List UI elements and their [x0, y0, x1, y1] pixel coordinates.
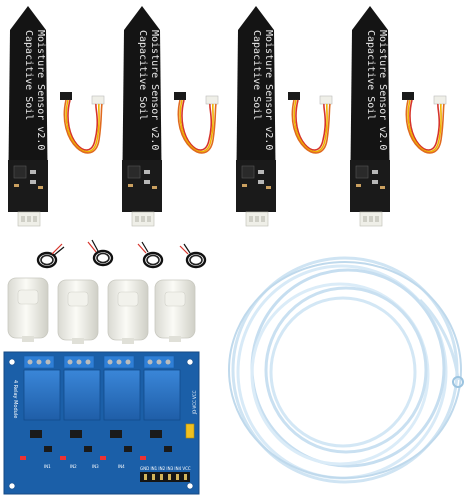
- svg-text:Capacitive Soil Moisture: Capacitive Soil Moisture Sensor v2.0: [251, 30, 274, 150]
- sensor-4-label-line1: Capacitive Soil: [365, 30, 376, 120]
- sensor-3-label-line2: Moisture Sensor v2.0: [263, 30, 274, 150]
- sensor-2-cable: [174, 92, 219, 154]
- terminal-blocks: [23, 355, 175, 369]
- relay-bottom-label-4: IN4: [118, 464, 125, 469]
- vinyl-tubing-coil: [228, 256, 464, 484]
- water-pump-2: [57, 279, 99, 344]
- sensor-3-cable: [288, 92, 333, 154]
- sensor-4-label-line2: Moisture Sensor v2.0: [377, 30, 388, 150]
- water-pump-3: [107, 279, 149, 344]
- water-pumps: [7, 277, 196, 344]
- pump-wire-coil-4: [179, 243, 207, 269]
- sensor-1-label-line2: Moisture Sensor v2.0: [35, 30, 46, 150]
- svg-text:Capacitive Soil Moisture: Capacitive Soil Moisture Sensor v2.0: [23, 30, 46, 150]
- jumper-cap: [185, 423, 195, 439]
- relay-bottom-label-2: IN2: [70, 464, 77, 469]
- pump-wire-coil-1: [36, 243, 65, 269]
- soil-sensor-3: Capacitive Soil Moisture Sensor v2.0: [236, 6, 333, 227]
- header-pins: [140, 472, 190, 482]
- svg-text:Capacitive Soil Moisture: Capacitive Soil Moisture Sensor v2.0: [137, 30, 160, 150]
- pump-wire-coils: [36, 239, 207, 269]
- relay-module: 4 Relay Module JD-VCC VCC IN1 IN2 IN3 IN…: [3, 351, 200, 495]
- sensor-2-label-line1: Capacitive Soil: [137, 30, 148, 120]
- soil-sensor-1: Capacitive Soil Moisture Sensor v2.0: [8, 6, 105, 227]
- soil-sensor-2: Capacitive Soil Moisture Sensor v2.0: [122, 6, 219, 227]
- sensor-1-label-line1: Capacitive Soil: [23, 30, 34, 120]
- relay-header-label: JD-VCC VCC: [192, 390, 197, 415]
- soil-sensor-4: Capacitive Soil Moisture Sensor v2.0: [350, 6, 447, 227]
- relay-pin-labels: GND IN1 IN2 IN3 IN4 VCC: [140, 466, 191, 471]
- relay-bottom-label-1: IN1: [44, 464, 51, 469]
- relay-bottom-label-3: IN3: [92, 464, 99, 469]
- pump-wire-coil-2: [87, 239, 114, 267]
- sensor-3-label-line1: Capacitive Soil: [251, 30, 262, 120]
- water-pump-4: [154, 279, 196, 342]
- pump-wire-coil-3: [137, 241, 164, 269]
- relay-4: [143, 369, 181, 421]
- relay-3: [103, 369, 141, 421]
- svg-text:Capacitive Soil Moisture: Capacitive Soil Moisture Sensor v2.0: [365, 30, 388, 150]
- sensor-4-cable: [402, 92, 447, 154]
- relay-side-label: 4 Relay Module: [12, 380, 18, 418]
- sensor-1-cable: [60, 92, 105, 154]
- sensor-2-label-line2: Moisture Sensor v2.0: [149, 30, 160, 150]
- water-pump-1: [7, 277, 49, 342]
- relay-2: [63, 369, 101, 421]
- relay-1: [23, 369, 61, 421]
